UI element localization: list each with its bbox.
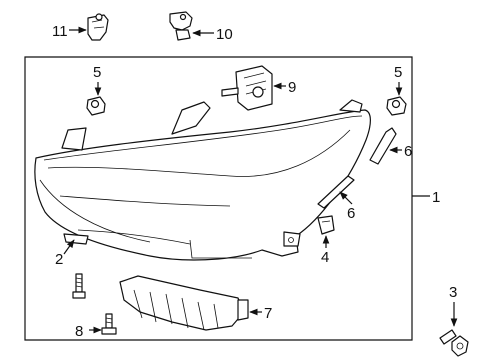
callout-5-right: 5 <box>394 64 402 81</box>
callout-9: 9 <box>288 79 296 96</box>
callout-10: 10 <box>216 26 233 43</box>
part-5-right-bushing <box>386 96 407 116</box>
callout-11: 11 <box>52 23 68 40</box>
callout-1: 1 <box>432 189 440 206</box>
leader-2 <box>63 239 75 255</box>
part-7-lower-bracket <box>119 275 249 331</box>
callout-2: 2 <box>55 251 63 268</box>
part-11-clip <box>87 13 109 41</box>
assembly-frame <box>24 56 413 341</box>
bolt-left <box>72 273 86 299</box>
part-6-lower-trim <box>317 175 355 209</box>
callout-3: 3 <box>449 284 457 301</box>
part-9-leveling-motor <box>221 65 273 111</box>
callout-6-upper: 6 <box>404 143 412 160</box>
part-10-bracket <box>169 11 193 41</box>
part-1-headlamp-assembly <box>34 99 371 261</box>
callout-6-lower: 6 <box>347 205 355 222</box>
part-6-upper-trim <box>369 127 397 165</box>
callout-4: 4 <box>321 249 329 266</box>
callout-8: 8 <box>75 323 83 340</box>
leader-6-lower <box>339 191 353 205</box>
part-8-screw <box>101 313 117 335</box>
part-4-clip <box>317 215 335 235</box>
callout-5-left: 5 <box>93 64 101 81</box>
part-3-bolt <box>439 329 469 357</box>
callout-7: 7 <box>264 305 272 322</box>
part-5-left-bushing <box>86 96 106 116</box>
